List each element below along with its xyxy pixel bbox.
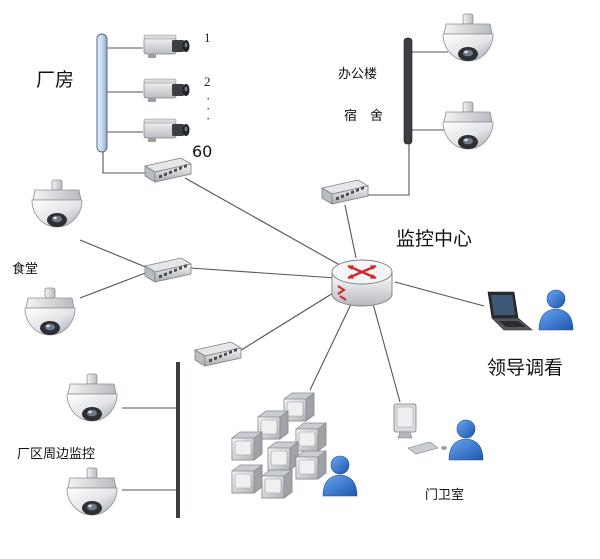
desktop-computer-icon: [393, 403, 447, 455]
box-camera-icon: [143, 78, 190, 103]
router-icon: [331, 259, 393, 307]
user-icon: [322, 455, 358, 497]
monitor-wall-icon: [231, 392, 327, 499]
ellipsis-dot: ·: [206, 101, 210, 116]
dome-camera-icon: [24, 287, 76, 336]
leader-viewing-label: 领导调看: [487, 357, 563, 379]
network-switch-icon: [144, 157, 192, 183]
ellipsis-dot: ·: [206, 111, 210, 126]
office-bus-bar: [403, 37, 413, 145]
laptop-icon: [487, 291, 533, 331]
dome-camera-icon: [66, 467, 118, 516]
connection-lines: [79, 47, 485, 491]
gate-room-label: 门卫室: [425, 487, 464, 503]
canteen-label: 食堂: [12, 261, 38, 277]
ellipsis-dot: ·: [206, 91, 210, 106]
dome-camera-icon: [66, 373, 118, 422]
user-icon: [448, 419, 484, 461]
user-icon: [538, 289, 574, 331]
network-switch-icon: [321, 179, 369, 205]
perimeter-bus-bar: [176, 362, 180, 518]
network-switch-icon: [194, 341, 242, 367]
monitoring-center-label: 监控中心: [396, 228, 472, 250]
box-camera-icon: [143, 118, 190, 143]
dormitory-label: 宿 舍: [344, 108, 383, 124]
dome-camera-icon: [442, 13, 494, 62]
camera-number-1: 1: [204, 30, 211, 45]
box-camera-icon: [143, 34, 190, 59]
factory-label: 厂房: [36, 69, 74, 91]
network-switch-icon: [144, 257, 192, 283]
dome-camera-icon: [31, 179, 83, 228]
dome-camera-icon: [442, 101, 494, 150]
perimeter-monitoring-label: 厂区周边监控: [17, 447, 95, 462]
factory-bus-bar: [96, 33, 108, 153]
office-building-label: 办公楼: [338, 67, 377, 82]
camera-number-2: 2: [204, 74, 211, 89]
camera-number-60: 60: [192, 142, 212, 161]
